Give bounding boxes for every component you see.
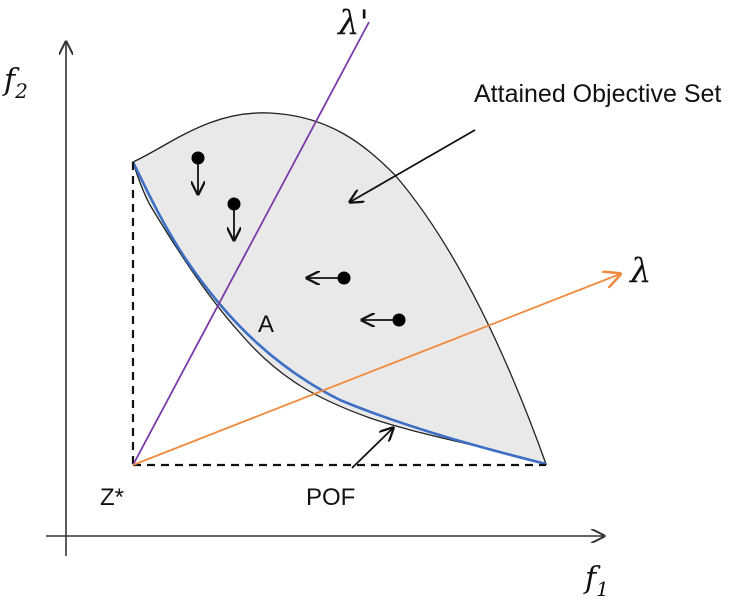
callout-arrow-icon <box>350 129 476 202</box>
lambda-prime-line <box>132 21 370 466</box>
attained-set-label: Attained Objective Set <box>474 80 721 108</box>
point-1 <box>192 151 205 195</box>
f2-axis-label: f2 <box>2 63 28 103</box>
point-2 <box>228 197 241 241</box>
ideal-point-label: Z* <box>100 484 124 511</box>
lambda-prime-label: λ' <box>336 3 369 43</box>
pof-label: POF <box>306 484 355 511</box>
point-4 <box>362 314 406 327</box>
point-3 <box>307 272 351 285</box>
lambda-line <box>132 274 620 466</box>
callout-arrow-icon <box>351 428 393 469</box>
pof-curve <box>131 161 547 466</box>
f1-axis-label: f1 <box>583 561 609 601</box>
attained-objective-region <box>132 112 548 465</box>
region-a-label: A <box>258 311 274 338</box>
lambda-label: λ <box>628 251 652 291</box>
